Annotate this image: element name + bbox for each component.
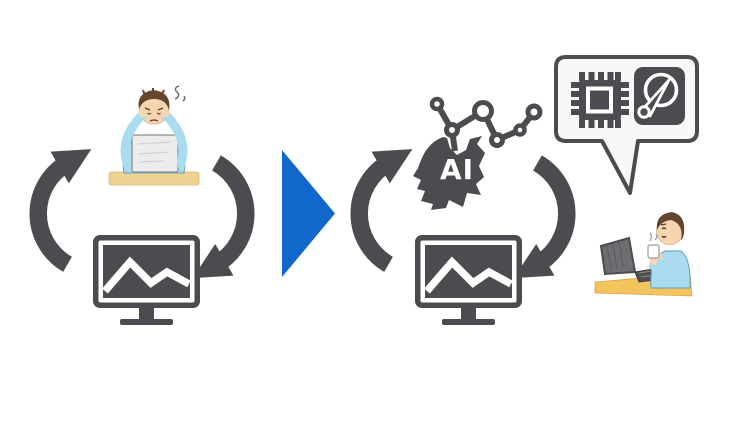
chart-line — [102, 256, 191, 294]
right-monitor-chart-icon — [415, 235, 522, 325]
monitor-stand — [139, 308, 154, 319]
eye — [661, 227, 667, 230]
furrowed-brows — [144, 107, 164, 111]
actuator-pivot — [637, 105, 651, 119]
eyebrow — [660, 223, 667, 226]
stress-squiggle-icon — [174, 85, 186, 102]
monitor-base — [120, 319, 173, 325]
relaxed-person-icon — [594, 212, 693, 297]
monitor-screen — [103, 245, 190, 298]
chart-line — [424, 256, 513, 294]
stressed-person-icon — [108, 85, 200, 186]
laptop-icon — [131, 134, 179, 173]
cycle-arc-up — [350, 149, 413, 272]
left-monitor-chart-icon — [93, 235, 200, 325]
speech-bubble — [554, 55, 699, 195]
right-cycle-arrows-icon — [350, 149, 576, 279]
cpu-pins — [571, 72, 629, 128]
cycle-arc-up — [29, 149, 92, 272]
frown-mouth — [149, 119, 159, 122]
monitor-stand — [461, 308, 476, 319]
head-silhouette — [413, 136, 485, 210]
monitor-screen — [425, 245, 512, 298]
steam-icon — [649, 232, 658, 242]
arms-holding-head — [120, 108, 188, 169]
cycle-arc-down — [192, 155, 255, 279]
coffee-mug-icon — [647, 232, 660, 259]
head — [656, 212, 685, 245]
left-cycle-arrows-icon — [29, 149, 255, 279]
ai-label: AI — [440, 153, 474, 186]
network-nodes — [429, 96, 543, 148]
monitor-base — [442, 319, 495, 325]
ai-head-icon: AI — [413, 96, 543, 210]
smiling-mouth — [661, 236, 667, 238]
disk-platter — [643, 72, 679, 108]
cpu-core — [586, 86, 613, 114]
cycle-arc-down — [513, 155, 576, 279]
hard-disk-icon — [634, 67, 685, 125]
cpu-chip-icon — [571, 72, 629, 128]
transition-arrow-icon — [282, 150, 335, 277]
hair — [656, 212, 685, 240]
laptop-sketch-lines — [136, 141, 172, 163]
